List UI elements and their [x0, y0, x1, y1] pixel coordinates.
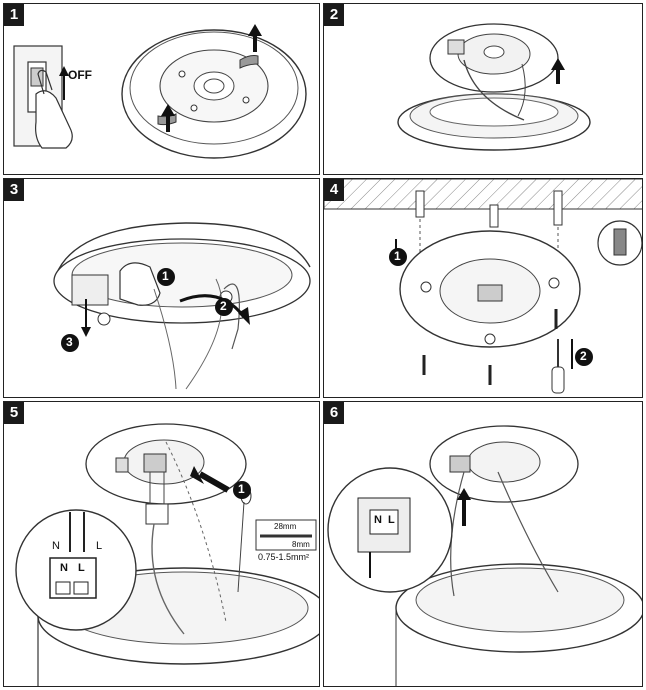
terminal-l-label: L: [78, 562, 85, 574]
step-4-panel: 4 1 2: [323, 178, 643, 398]
callout-marker: [215, 298, 233, 316]
callout-1-label: 1: [238, 482, 245, 496]
switch-off-label: OFF: [68, 68, 92, 82]
step-2-illustration: [397, 23, 591, 151]
neutral-wire-label: N: [52, 540, 60, 552]
step-number: 1: [4, 4, 24, 26]
step-number: 2: [324, 4, 344, 26]
terminal-l-label: L: [388, 514, 395, 526]
step-6-panel: 6 N L: [323, 401, 643, 687]
callout-1-label: 1: [162, 269, 169, 283]
callout-2-label: 2: [220, 299, 227, 313]
callout-marker: [61, 334, 79, 352]
callout-marker: [575, 348, 593, 366]
step-6-illustration: [327, 425, 642, 686]
callout-marker: [157, 268, 175, 286]
step-3-panel: 3 1 2 3: [3, 178, 320, 398]
step-3-illustration: [53, 222, 311, 390]
step-5-panel: 5 1 N L N L 28mm: [3, 401, 320, 687]
callout-3-label: 3: [66, 335, 73, 349]
step-4-illustration: [324, 179, 642, 394]
step-number: 4: [324, 179, 344, 201]
step-number: 5: [4, 402, 24, 424]
callout-2-label: 2: [580, 349, 587, 363]
strip-length-label: 28mm: [274, 522, 297, 531]
live-wire-label: L: [96, 540, 103, 552]
cable-section-label: 0.75-1.5mm²: [258, 552, 310, 562]
step-1-panel: 1 OFF: [3, 3, 320, 175]
callout-marker: [233, 481, 251, 499]
callout-marker: [389, 248, 407, 266]
step-2-panel: 2: [323, 3, 643, 175]
terminal-n-label: N: [60, 562, 68, 574]
step-5-illustration: [15, 423, 319, 686]
core-strip-length-label: 8mm: [292, 540, 310, 549]
step-number: 6: [324, 402, 344, 424]
step-number: 3: [4, 179, 24, 201]
callout-1-label: 1: [394, 249, 401, 263]
step-1-illustration: [13, 24, 307, 159]
terminal-n-label: N: [374, 514, 382, 526]
